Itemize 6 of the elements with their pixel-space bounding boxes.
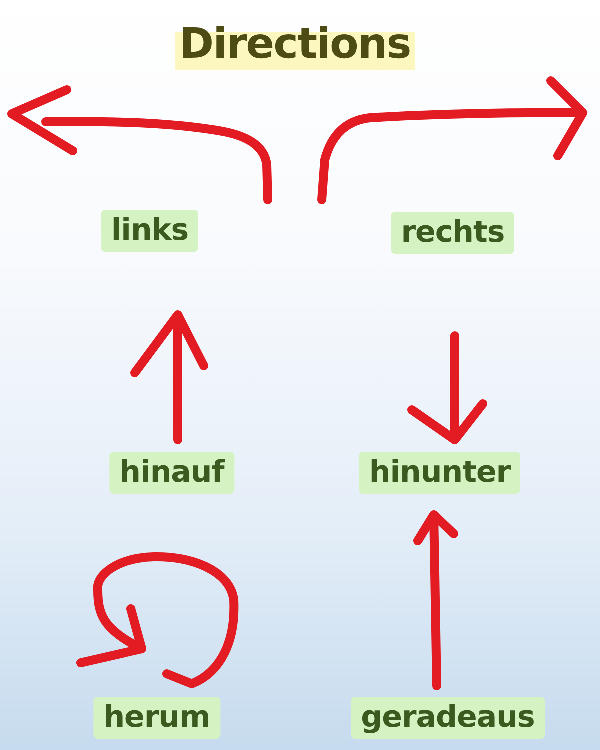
highlighted-word: hinauf [110, 452, 234, 494]
highlighted-word: herum [94, 697, 220, 739]
highlighted-word: geradeaus [351, 697, 545, 739]
highlighted-word: hinunter [359, 452, 521, 494]
highlighted-word: links [101, 210, 199, 252]
highlighted-word: rechts [391, 212, 515, 254]
